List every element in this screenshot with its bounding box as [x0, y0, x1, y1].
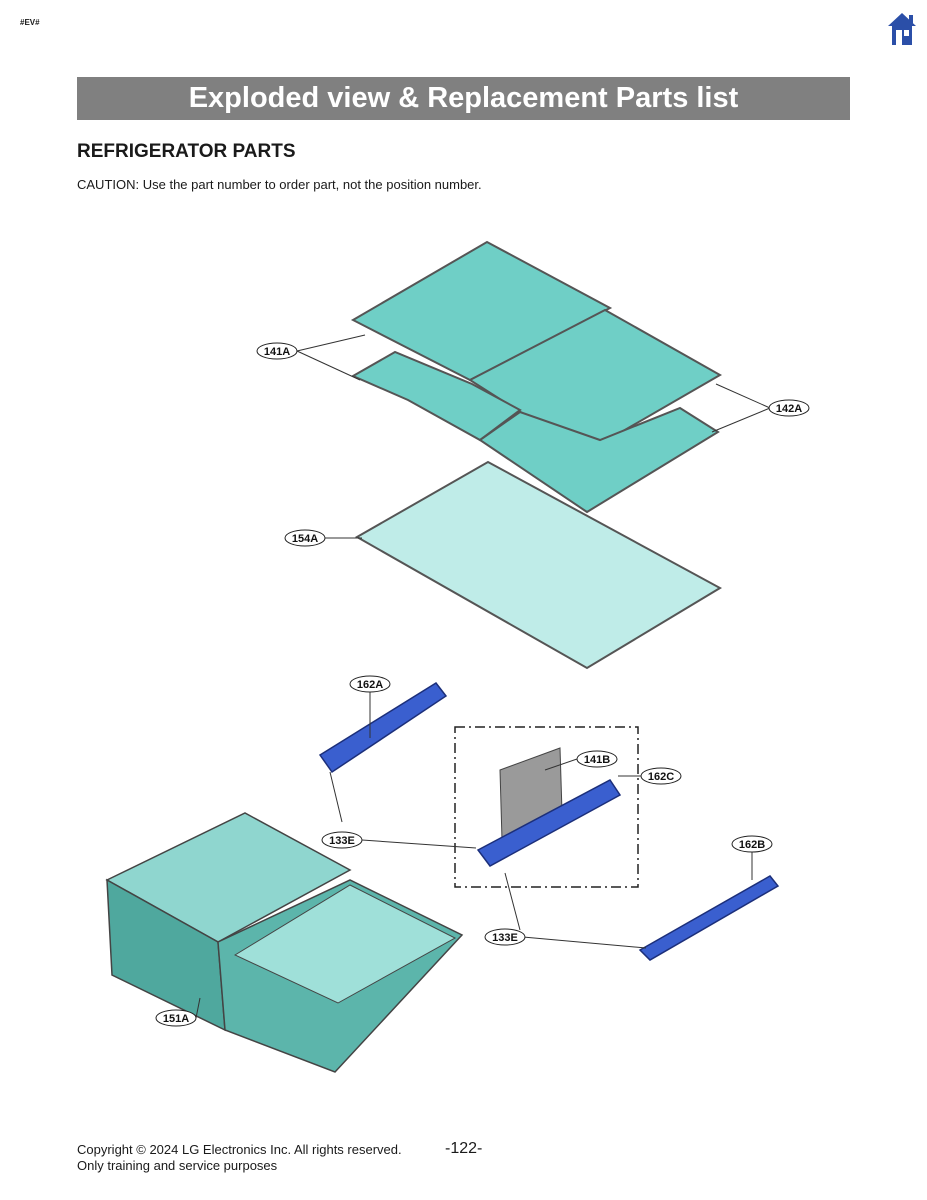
callout-151A: 151A — [163, 1013, 189, 1025]
section-heading: REFRIGERATOR PARTS — [77, 141, 296, 162]
footer: Copyright © 2024 LG Electronics Inc. All… — [77, 1142, 402, 1174]
glass-154A — [354, 460, 723, 670]
callout-142A: 142A — [776, 403, 802, 415]
shelf-141A-upper — [350, 240, 613, 382]
home-icon[interactable] — [887, 12, 917, 46]
page-title-banner: Exploded view & Replacement Parts list — [77, 77, 850, 120]
callout-162A: 162A — [357, 679, 383, 691]
callout-162C: 162C — [648, 771, 674, 783]
doc-tag: #EV# — [20, 18, 40, 27]
purpose-text: Only training and service purposes — [77, 1158, 278, 1173]
callout-133E: 133E — [329, 835, 355, 847]
drawers-151A — [105, 812, 464, 1073]
copyright-text: Copyright © 2024 LG Electronics Inc. All… — [77, 1142, 402, 1157]
rail-162B — [638, 875, 780, 961]
callout-133E-second: 133E — [492, 932, 518, 944]
callout-141A: 141A — [264, 346, 290, 358]
shelf-142A-lower — [478, 406, 720, 514]
caution-note: CAUTION: Use the part number to order pa… — [77, 177, 482, 192]
page-number: -122- — [445, 1140, 483, 1157]
exploded-view-diagram: 141A 142A 154A 162A 141B 162C 133E 162B … — [105, 240, 810, 1073]
divider-assembly-162C — [454, 726, 639, 888]
shelf-141A-lower — [350, 350, 522, 442]
rail-162A — [318, 682, 448, 774]
callout-154A: 154A — [292, 533, 318, 545]
callout-141B: 141B — [584, 754, 610, 766]
callout-162B: 162B — [739, 839, 765, 851]
